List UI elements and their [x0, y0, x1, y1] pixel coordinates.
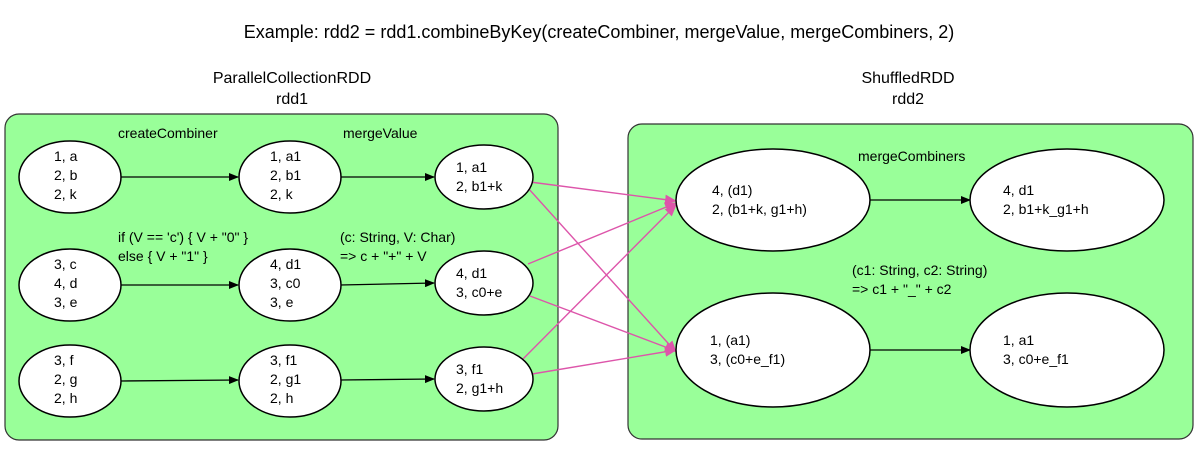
svg-text:3, f1: 3, f1 — [270, 352, 297, 368]
merge-value-arrow — [339, 279, 435, 288]
svg-text:2, h: 2, h — [270, 390, 293, 406]
create-combiner-arrow — [120, 376, 239, 385]
svg-text:4, d: 4, d — [54, 275, 77, 291]
merge-combiners-code-line: (c1: String, c2: String) — [852, 262, 987, 278]
svg-text:3, f: 3, f — [54, 352, 74, 368]
rdd1-type-label: ParallelCollectionRDD — [213, 70, 371, 87]
merge-value-label: mergeValue — [343, 125, 418, 141]
svg-text:3, c0: 3, c0 — [270, 275, 301, 291]
svg-text:4, d1: 4, d1 — [270, 256, 301, 272]
merge-value-code-line: (c: String, V: Char) — [340, 229, 455, 245]
output-partition-node: 4, d1 2, b1+k_g1+h — [969, 148, 1165, 252]
output-partition-node: 1, a1 3, c0+e_f1 — [969, 292, 1165, 408]
svg-text:2, g1: 2, g1 — [270, 371, 301, 387]
rdd2-name-label: rdd2 — [892, 91, 924, 108]
svg-text:1, a1: 1, a1 — [270, 148, 301, 164]
svg-text:1, (a1): 1, (a1) — [710, 332, 750, 348]
rdd2-type-label: ShuffledRDD — [861, 70, 954, 87]
svg-text:2, b1: 2, b1 — [270, 167, 301, 183]
merged-partition-node: 3, f1 2, g1+h — [434, 346, 534, 412]
create-combiner-code-line: if (V == 'c') { V + "0" } — [118, 229, 248, 245]
shuffle-arrow — [529, 295, 677, 352]
combiner-partition-node: 1, a1 2, b1 2, k — [238, 140, 342, 214]
svg-text:2, g1+h: 2, g1+h — [456, 380, 503, 396]
svg-text:3, e: 3, e — [270, 294, 294, 310]
rdd1-name-label: rdd1 — [276, 91, 308, 108]
svg-text:2, k: 2, k — [54, 186, 78, 202]
svg-text:2, g: 2, g — [54, 371, 77, 387]
svg-text:1, a: 1, a — [54, 148, 78, 164]
svg-text:4, d1: 4, d1 — [1003, 182, 1034, 198]
svg-text:3, e: 3, e — [54, 294, 78, 310]
svg-text:2, b1+k: 2, b1+k — [456, 178, 503, 194]
svg-text:2, k: 2, k — [270, 186, 294, 202]
svg-text:3, c: 3, c — [54, 256, 77, 272]
merge-combiners-code-line: => c1 + "_" + c2 — [852, 281, 952, 297]
shuffle-arrow — [527, 202, 677, 265]
merge-value-code-line: => c + "+" + V — [340, 248, 427, 264]
merge-combiners-label: mergeCombiners — [858, 148, 965, 164]
merged-partition-node: 1, a1 2, b1+k — [434, 144, 534, 210]
svg-text:1, a1: 1, a1 — [1003, 332, 1034, 348]
input-partition-node: 1, a 2, b 2, k — [18, 140, 122, 214]
create-combiner-label: createCombiner — [118, 125, 218, 141]
svg-text:1, a1: 1, a1 — [456, 159, 487, 175]
svg-text:3, (c0+e_f1): 3, (c0+e_f1) — [710, 351, 785, 367]
input-partition-node: 3, f 2, g 2, h — [18, 344, 122, 418]
svg-text:4, (d1): 4, (d1) — [712, 182, 752, 198]
shuffle-arrow — [519, 204, 677, 363]
svg-text:2, h: 2, h — [54, 390, 77, 406]
merge-value-arrow — [339, 375, 435, 384]
input-partition-node: 3, c 4, d 3, e — [18, 248, 122, 322]
svg-text:3, f1: 3, f1 — [456, 361, 483, 377]
create-combiner-code-line: else { V + "1" } — [118, 248, 208, 264]
svg-text:2, b1+k_g1+h: 2, b1+k_g1+h — [1003, 201, 1089, 217]
shuffle-arrow — [531, 346, 677, 375]
shuffled-partition-node: 4, (d1) 2, (b1+k, g1+h) — [675, 148, 871, 252]
diagram-title: Example: rdd2 = rdd1.combineByKey(create… — [244, 22, 955, 42]
shuffle-arrow — [529, 181, 677, 205]
combiner-partition-node: 3, f1 2, g1 2, h — [238, 344, 342, 418]
combiner-partition-node: 4, d1 3, c0 3, e — [238, 248, 342, 322]
svg-text:2, (b1+k, g1+h): 2, (b1+k, g1+h) — [712, 201, 807, 217]
merged-partition-node: 4, d1 3, c0+e — [434, 250, 534, 316]
svg-text:2, b: 2, b — [54, 167, 78, 183]
svg-text:4, d1: 4, d1 — [456, 265, 487, 281]
svg-text:3, c0+e_f1: 3, c0+e_f1 — [1003, 351, 1069, 367]
svg-text:3, c0+e: 3, c0+e — [456, 284, 503, 300]
shuffle-arrow — [527, 187, 677, 353]
shuffled-partition-node: 1, (a1) 3, (c0+e_f1) — [675, 292, 871, 408]
